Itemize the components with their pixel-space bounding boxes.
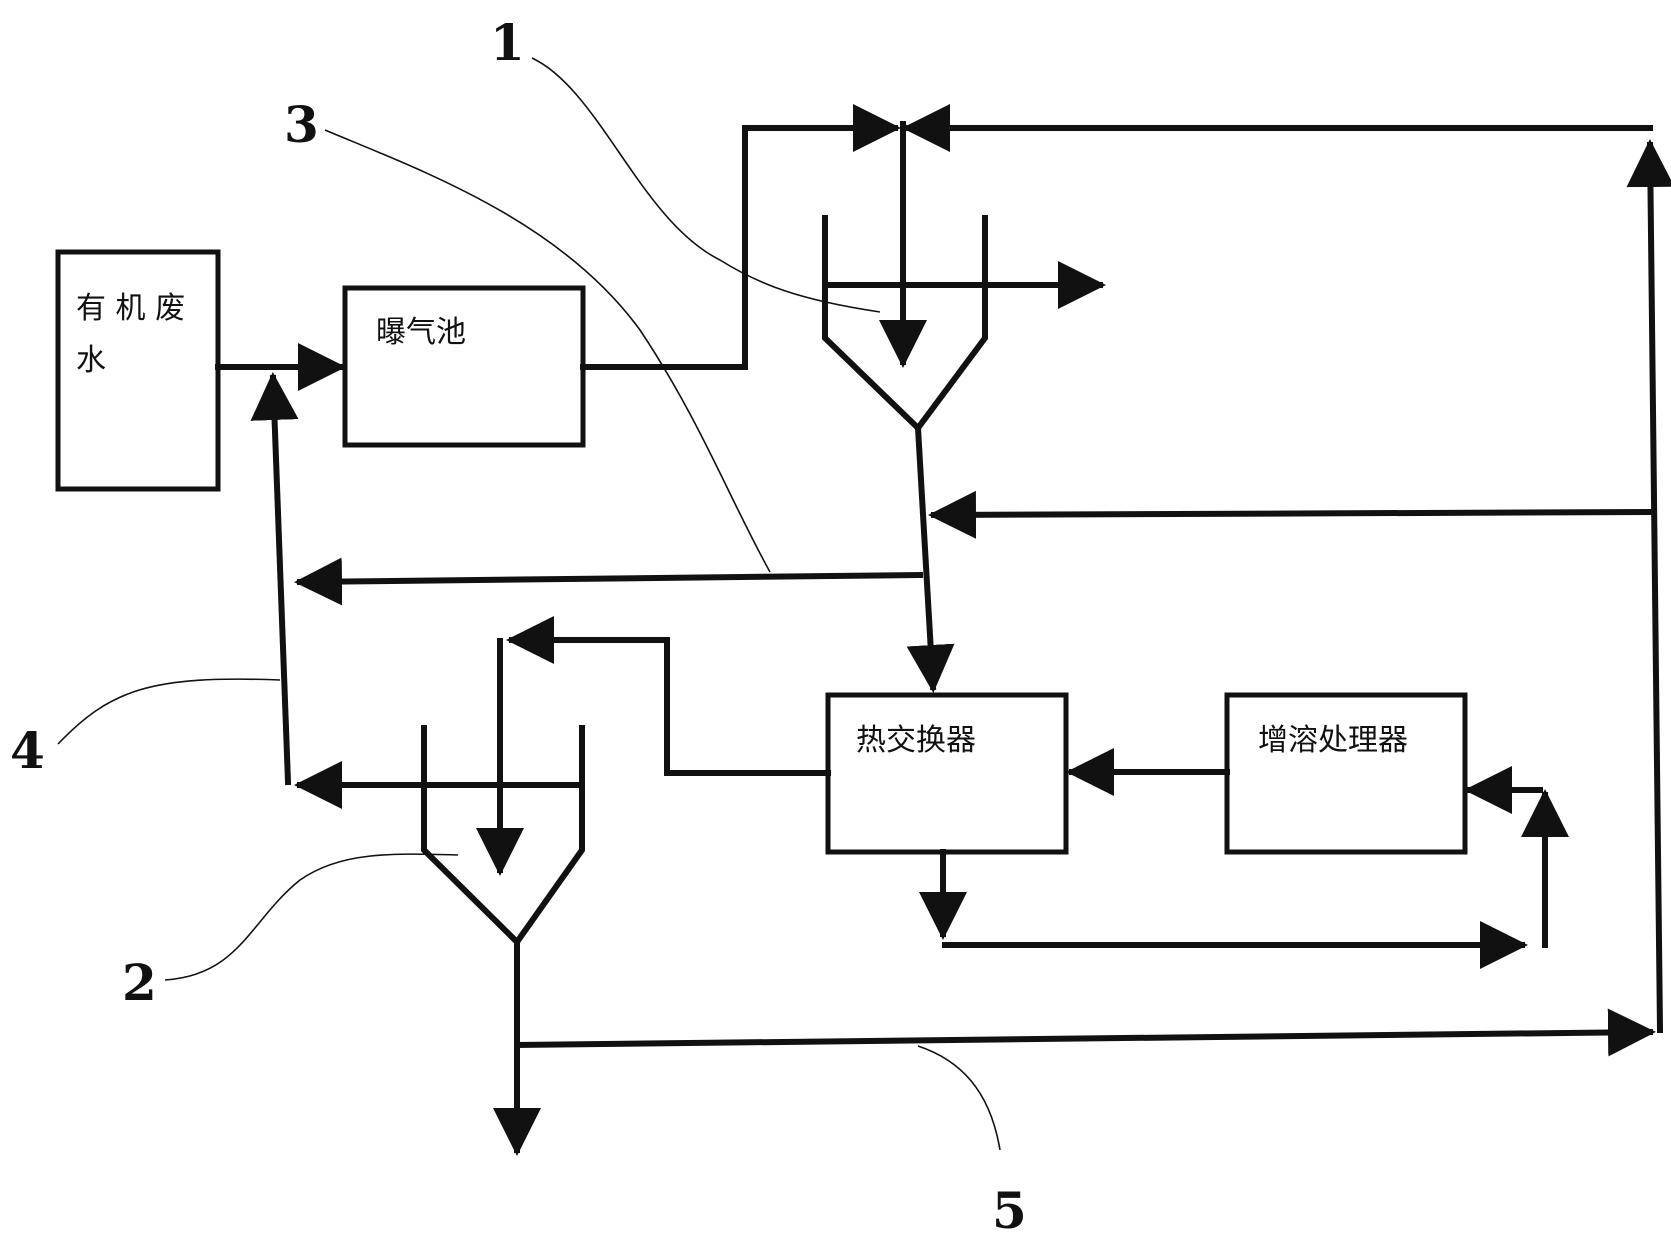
solubilizer-label: 增溶处理器 (1258, 723, 1408, 758)
pipe-aeration-to-clarifier (580, 104, 901, 370)
pipe-bottom-to-right (513, 1008, 1656, 1057)
pipe-right-branch (928, 490, 1656, 539)
flow-lines (215, 104, 1671, 1156)
leader-4 (57, 678, 281, 745)
callout-3: 3 (284, 95, 319, 154)
wastewater-label-line2: 水 (76, 343, 106, 378)
pipe-left-return (250, 372, 299, 786)
aeration-tank-box: 曝气池 (342, 285, 586, 448)
leader-5 (917, 1045, 1001, 1151)
callout-leaders (57, 57, 1001, 1151)
heat-exchanger-label: 热交换器 (856, 723, 976, 758)
callout-5: 5 (992, 1181, 1027, 1239)
wastewater-box: 有 机 废 水 (55, 249, 221, 492)
pipe-sludge-to-heat-exchanger (906, 424, 955, 693)
callout-2: 2 (122, 953, 157, 1012)
leader-1 (531, 57, 881, 313)
aeration-tank-label: 曝气池 (376, 315, 466, 350)
callout-1: 1 (490, 13, 525, 72)
solubilizer-box: 增溶处理器 (1224, 692, 1468, 855)
heat-exchanger-box: 热交换器 (825, 692, 1069, 855)
pipe-heat-exchanger-to-secondary (506, 616, 831, 776)
pipe-sludge-return (294, 557, 924, 606)
leader-2 (164, 853, 459, 981)
callout-4: 4 (10, 721, 45, 780)
wastewater-label-line1: 有 机 废 (76, 291, 185, 326)
pipe-right-vertical (1626, 139, 1671, 1034)
leader-3 (324, 129, 771, 573)
